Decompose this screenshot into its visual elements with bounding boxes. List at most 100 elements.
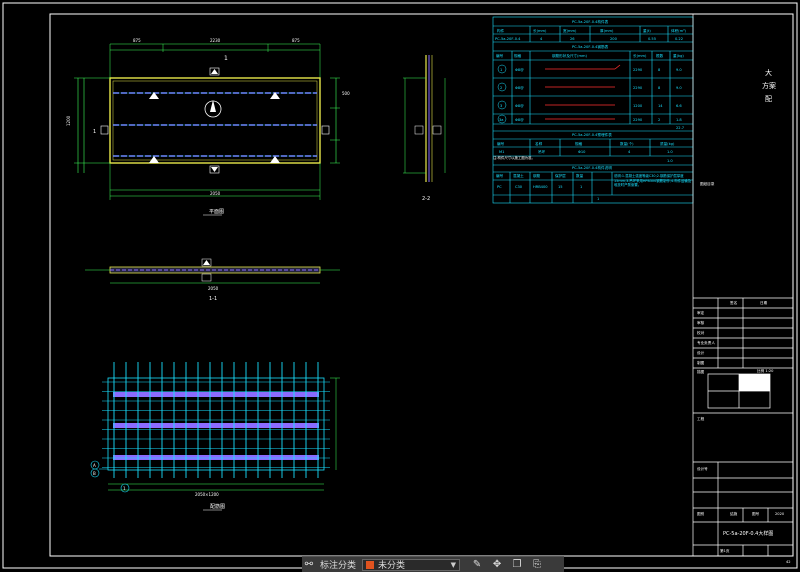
t2-r2-w: 6.6	[676, 104, 682, 108]
t4-r4: 1	[580, 185, 582, 189]
t3-h0: 编号	[497, 141, 505, 146]
axis-label-1: 1	[123, 486, 126, 491]
annotation-category-label: 标注分类	[320, 561, 357, 571]
t2-r1-spec: Φ8@	[515, 86, 524, 90]
tb-header-date: 日期	[760, 300, 768, 305]
section-2-2-view: 2-2	[403, 55, 446, 202]
t2-h2: 钢筋形状及尺寸(mm)	[552, 53, 588, 58]
annotation-toolbar: ⚯ 标注分类 未分类 ▼ ✎ ✥ ❐ ⎘	[302, 556, 564, 572]
t4-h1: 混凝土	[513, 173, 524, 178]
section-1-1-view: 2050 1-1	[85, 258, 340, 302]
t2-r0-spec: Φ8@	[515, 68, 524, 72]
t1-r5: 0.22	[675, 37, 683, 41]
plan-bottom-dim: 2050	[210, 191, 221, 196]
tb-right-label: 设计号	[697, 466, 708, 471]
table3-title: PC-5a-20F-0.4预埋件表	[572, 132, 612, 137]
t2-r1-no: 2	[500, 86, 502, 90]
tb-project-label: 工程	[697, 416, 705, 421]
tb-row-1: 审核	[697, 320, 705, 325]
t4-h4: 数量	[576, 173, 584, 178]
t3-h2: 规格	[575, 141, 583, 146]
title-logo-block	[739, 374, 770, 391]
t2-r3-no: 3a	[499, 118, 504, 122]
tb-bottom-1: 结施	[730, 511, 738, 516]
tb-bottom-3: 2020	[775, 512, 785, 516]
plan-view-caption: 平面图	[209, 209, 224, 215]
annotation-category-select[interactable]: 未分类 ▼	[362, 558, 461, 571]
t3-r0: M1	[499, 150, 504, 154]
table-footnote: 注:构件尺寸以施工图为准。	[493, 155, 535, 160]
plan-dim-tick-1: 875	[133, 38, 141, 43]
t4-note-box: 说明:1.混凝土强度等级C30;2.钢筋保护层厚度15mm;3.吊环采用HPB3…	[614, 174, 692, 188]
t4-r3: 15	[558, 185, 563, 189]
tb-row-2: 校对	[697, 330, 705, 335]
tb-bottom-2: 图号	[752, 511, 760, 516]
t3-r1: 吊环	[538, 149, 546, 154]
plan-left-dim: 1200	[66, 115, 71, 126]
plan-right-dim: 500	[342, 91, 350, 96]
schedule-tables	[492, 16, 694, 204]
t2-r3-w: 1.8	[676, 118, 682, 122]
t2-r3-len: 2290	[633, 118, 643, 122]
title-top-note: 图纸目录	[700, 181, 715, 186]
t4-h3: 保护层	[555, 173, 566, 178]
t1-h4: 重(t)	[643, 28, 651, 33]
drawing-frame-inner	[49, 13, 794, 557]
t3-r2: Φ10	[578, 150, 586, 154]
paste-icon[interactable]: ⎘	[533, 559, 542, 570]
table4-title: PC-5a-20F-0.4构件说明	[572, 165, 612, 170]
t2-r3-count: 2	[658, 118, 660, 122]
tb-row-0: 审定	[697, 310, 705, 315]
t2-r0-count: 8	[658, 68, 661, 72]
t4-r1: C30	[515, 185, 523, 189]
tb-bottom-0: 图别	[697, 511, 705, 516]
t2-r0-len: 2290	[633, 68, 643, 72]
section-1-1-caption: 1-1	[209, 296, 217, 302]
t2-h3: 长(mm)	[633, 53, 647, 58]
copy-icon[interactable]: ❐	[512, 559, 522, 570]
tb-sheet-id: 第1页	[720, 548, 730, 553]
move-icon[interactable]: ✥	[492, 559, 502, 570]
axis-label-a: A	[93, 463, 96, 468]
t4-note: 说明:1.混凝土强度等级C30;2.钢筋保护层厚度15mm;3.吊环采用HPB3…	[614, 174, 692, 188]
rebar-number-circles	[497, 64, 507, 124]
tb-row-4: 设计	[697, 350, 705, 355]
t3-r3: 4	[628, 150, 631, 154]
table2-title: PC-5a-20F-0.4钢筋表	[572, 44, 609, 49]
t2-total: 22.7	[676, 126, 684, 130]
t2-r2-no: 3	[500, 104, 502, 108]
sheet-side-text-2: 方案	[762, 81, 776, 90]
tb-page-mark: 42	[786, 560, 791, 564]
t2-h1: 规格	[514, 53, 522, 58]
t2-h5: 重(kg)	[673, 53, 684, 58]
plan-dim-tick-3: 875	[292, 38, 300, 43]
t2-r3-spec: Φ8@	[515, 118, 524, 122]
t2-r1-len: 2290	[633, 86, 643, 90]
tb-row-3: 专业负责人	[697, 340, 715, 345]
t2-r1-count: 8	[658, 86, 661, 90]
rebar-plan-dim: 2050×1200	[195, 492, 219, 497]
t4-r0: PC	[497, 185, 502, 189]
link-icon[interactable]: ⚯	[304, 559, 314, 570]
chevron-down-icon: ▼	[450, 560, 457, 569]
t1-r2: 26	[570, 37, 575, 41]
t2-r2-count: 14	[658, 104, 663, 108]
t3-h3: 数量(个)	[620, 141, 634, 146]
section-1-1-dim: 2050	[208, 286, 219, 291]
rebar-plan-view: 2050×1200 配筋图 A B 1	[90, 362, 340, 511]
t1-h2: 宽(mm)	[563, 28, 577, 33]
t1-r0: PC-5a-20F-0.4	[495, 37, 521, 41]
t3-h1: 名称	[535, 141, 543, 146]
tb-mini-note: 比例 1:20	[757, 368, 774, 373]
t2-r1-w: 9.0	[676, 86, 682, 90]
t3-h4: 质量(kg)	[660, 141, 675, 146]
axis-label-b: B	[93, 471, 96, 476]
t4-total: 1	[597, 197, 599, 201]
rebar-shape-sketches	[545, 64, 621, 120]
table1-title: PC-5a-20F-0.4构件表	[572, 19, 609, 24]
pen-icon[interactable]: ✎	[472, 559, 482, 570]
tb-row-6: 描图	[697, 369, 705, 374]
t1-h5: 体积(m³)	[671, 28, 687, 33]
t2-h4: 根数	[656, 53, 664, 58]
